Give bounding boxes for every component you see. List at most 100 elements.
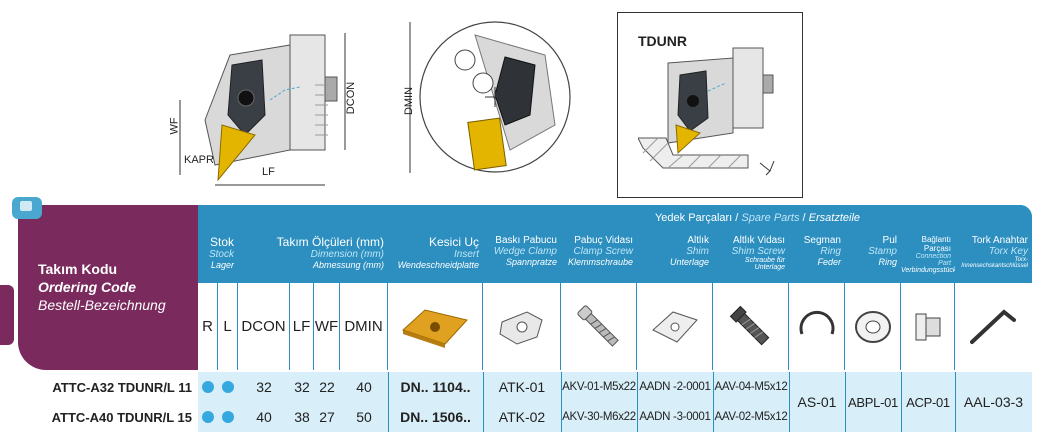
row2-insert: DN.. 1506.. [400,409,471,425]
ordering-table: Takım Kodu Ordering Code Bestell-Bezeich… [12,197,1032,434]
row2-clamp-screw: AKV-30-M6x22 [562,411,636,423]
torx-key-icon [955,283,1032,370]
divider [789,372,790,432]
shared-key: AAL-03-3 [963,394,1024,410]
dimension-header: Takım Ölçüleri (mm) Dimension (mm) Abmes… [238,235,388,283]
stock-en: Stock [208,249,234,260]
row1-shim-screw: AAV-04-M5x12 [714,381,788,393]
row2-stock-r [198,402,218,432]
spare-parts-tr: Yedek Parçaları [654,212,733,224]
clamp-screw-en: Clamp Screw [573,246,633,257]
wedge-clamp-en: Wedge Clamp [493,246,557,257]
divider [955,372,956,432]
row1-lf: 32 [294,379,310,395]
stock-r-col: R [198,283,218,370]
dimension-tr: Takım Ölçüleri (mm) [276,235,384,249]
connection-part-icon [901,283,955,370]
row2-dcon: 40 [256,409,272,425]
connection-part-tr: Bağlantı Parçası [921,235,951,253]
shim-screw-tr: Altlık Vidası [732,235,785,246]
divider [483,372,484,432]
side-view-drawing [179,33,346,186]
ring-header: Segman Ring Feder [789,235,845,283]
ordering-code-header: Takım Kodu Ordering Code Bestell-Bezeich… [12,197,198,370]
row1-stock-r [198,372,218,402]
shared-ring: AS-01 [797,394,837,410]
section-side-tab [0,285,14,345]
ordering-code-tr: Takım Kodu [38,261,118,277]
lf-col: LF [290,283,314,370]
torx-key-en: Torx Key [988,246,1028,257]
shim-screw-de: Schraube für Unterlage [744,257,785,271]
row2-wf: 27 [319,409,335,425]
wedge-clamp-de: Spannpratze [505,257,557,267]
row2-dmin: 50 [356,409,372,425]
clamp-screw-icon [561,283,637,370]
torx-key-header: Tork Anahtar Torx Key Torx-Innensechskan… [955,235,1032,283]
shared-connection: ACP-01 [906,394,950,410]
insert-image [388,283,483,370]
stamp-icon [845,283,901,370]
torx-key-tr: Tork Anahtar [971,235,1028,246]
insert-header: Kesici Uç Insert Wendeschneidplatte [388,235,483,283]
stock-dot-icon [222,411,234,423]
row-bg-2 [198,402,1032,432]
clamp-screw-de: Klemmschraube [567,257,633,267]
divider [637,372,638,432]
divider [713,372,714,432]
spare-parts-en: Spare Parts [741,212,800,224]
insert-tr: Kesici Uç [428,235,479,249]
kapr-label: KAPR [184,154,214,166]
stamp-tr: Pul [882,235,897,246]
insert-de: Wendeschneidplatte [397,260,479,270]
shim-tr: Altlık [687,235,709,246]
wedge-clamp-header: Baskı Pabucu Wedge Clamp Spannpratze [483,235,561,283]
clamp-screw-header: Pabuç Vidası Clamp Screw Klemmschraube [561,235,637,283]
stock-dot-icon [202,411,214,423]
front-view-drawing [409,21,571,173]
row2-shim: AADN -3-0001 [639,411,711,423]
dcon-label: DCON [345,81,358,115]
row2-wedge: ATK-02 [498,409,546,425]
stamp-en: Stamp [868,246,897,257]
connection-part-de: Verbindungsstück [901,267,955,274]
shim-header: Altlık Shim Unterlage [637,235,713,283]
wf-label: WF [168,117,181,135]
row2-shim-screw: AAV-02-M5x12 [714,411,788,423]
insert-en: Insert [453,249,479,260]
connection-part-en: Connection Part [915,253,951,267]
stamp-de: Ring [878,257,897,267]
row1-dcon: 32 [256,379,272,395]
row1-dmin: 40 [356,379,372,395]
dmin-col: DMIN [340,283,388,370]
shim-en: Shim [686,246,709,257]
dimension-en: Dimension (mm) [310,249,384,260]
row1-shim: AADN -2-0001 [639,381,711,393]
row1-insert: DN.. 1104.. [400,379,471,395]
ring-en: Ring [820,246,841,257]
wedge-clamp-tr: Baskı Pabucu [495,235,557,246]
shim-screw-en: Shim Screw [731,246,785,257]
row2-stock-l [218,402,238,432]
row1-wf: 22 [319,379,335,395]
variant-frame: TDUNR [617,12,803,198]
shim-de: Unterlage [669,257,709,267]
row1-wedge: ATK-01 [498,379,546,395]
stock-dot-icon [202,381,214,393]
spare-parts-band: Yedek Parçaları / Spare Parts / Ersatzte… [483,205,1032,231]
divider [901,372,902,432]
row-bg-1 [198,372,1032,402]
row2-lf: 38 [294,409,310,425]
dmin-label: DMIN [403,86,416,116]
ring-tr: Segman [803,235,841,246]
stock-dot-icon [222,381,234,393]
dcon-col: DCON [238,283,290,370]
ordering-code-en: Ordering Code [38,279,137,295]
ordering-code-de: Bestell-Bezeichnung [38,297,166,313]
divider [388,372,389,432]
divider [561,372,562,432]
dimension-de: Abmessung (mm) [312,260,384,270]
stock-l-col: L [218,283,238,370]
shim-icon [637,283,713,370]
ring-de: Feder [817,257,841,267]
